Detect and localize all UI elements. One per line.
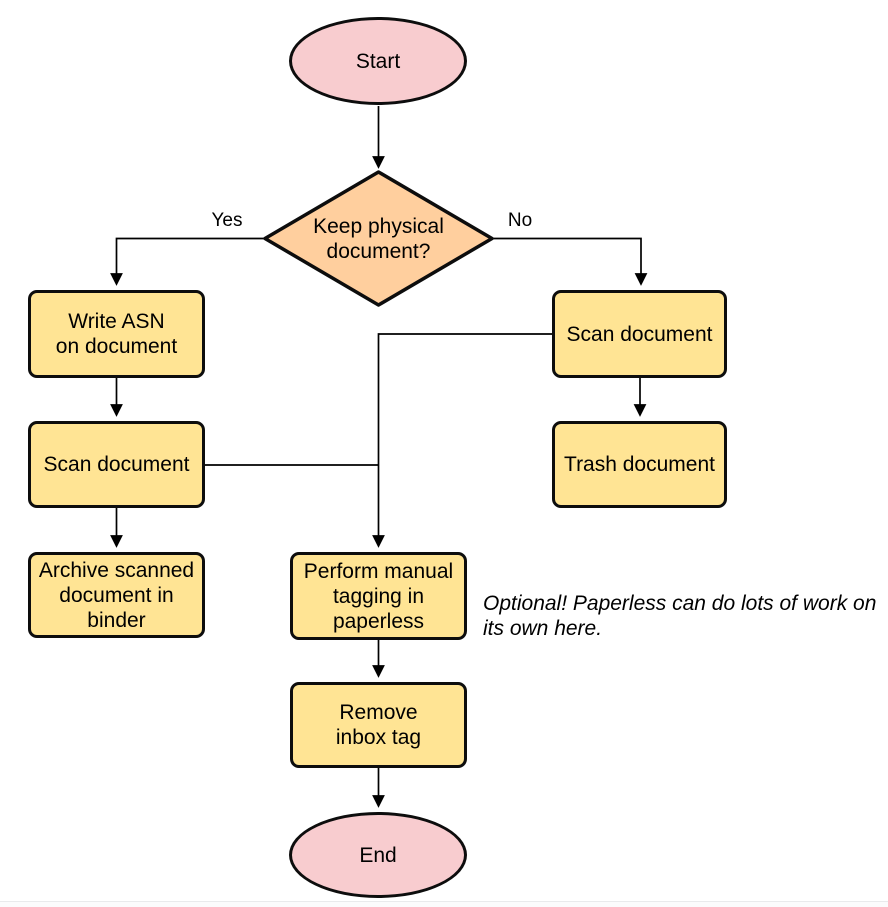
edge-label-yes: Yes bbox=[211, 210, 243, 231]
node-scan-document-right: Scan document bbox=[552, 290, 727, 378]
annotation-optional-paperless: Optional! Paperless can do lots of work … bbox=[483, 592, 877, 640]
edge-decision-yes-to-write-asn bbox=[110, 237, 265, 286]
node-perform-manual-tagging-in-paperless: Perform manual tagging in paperless bbox=[290, 552, 467, 640]
node-scan-document-left: Scan document bbox=[28, 421, 205, 508]
node-end: End bbox=[289, 812, 467, 898]
decision-diamond-shape bbox=[263, 170, 494, 307]
edge-label-no: No bbox=[507, 210, 533, 231]
node-decision-keep-physical-document: Keep physical document? bbox=[313, 215, 444, 263]
edge-decision-no-to-scan-right bbox=[492, 237, 648, 286]
node-archive-scanned-document-in-binder: Archive scanned document in binder bbox=[28, 552, 205, 638]
node-trash-document: Trash document bbox=[552, 421, 727, 508]
bottom-window-edge-divider bbox=[0, 901, 888, 907]
node-write-asn-on-document: Write ASN on document bbox=[28, 290, 205, 378]
node-start: Start bbox=[289, 17, 467, 105]
node-remove-inbox-tag: Remove inbox tag bbox=[290, 682, 467, 768]
edge-scan-right-to-manual-tagging bbox=[372, 333, 552, 548]
